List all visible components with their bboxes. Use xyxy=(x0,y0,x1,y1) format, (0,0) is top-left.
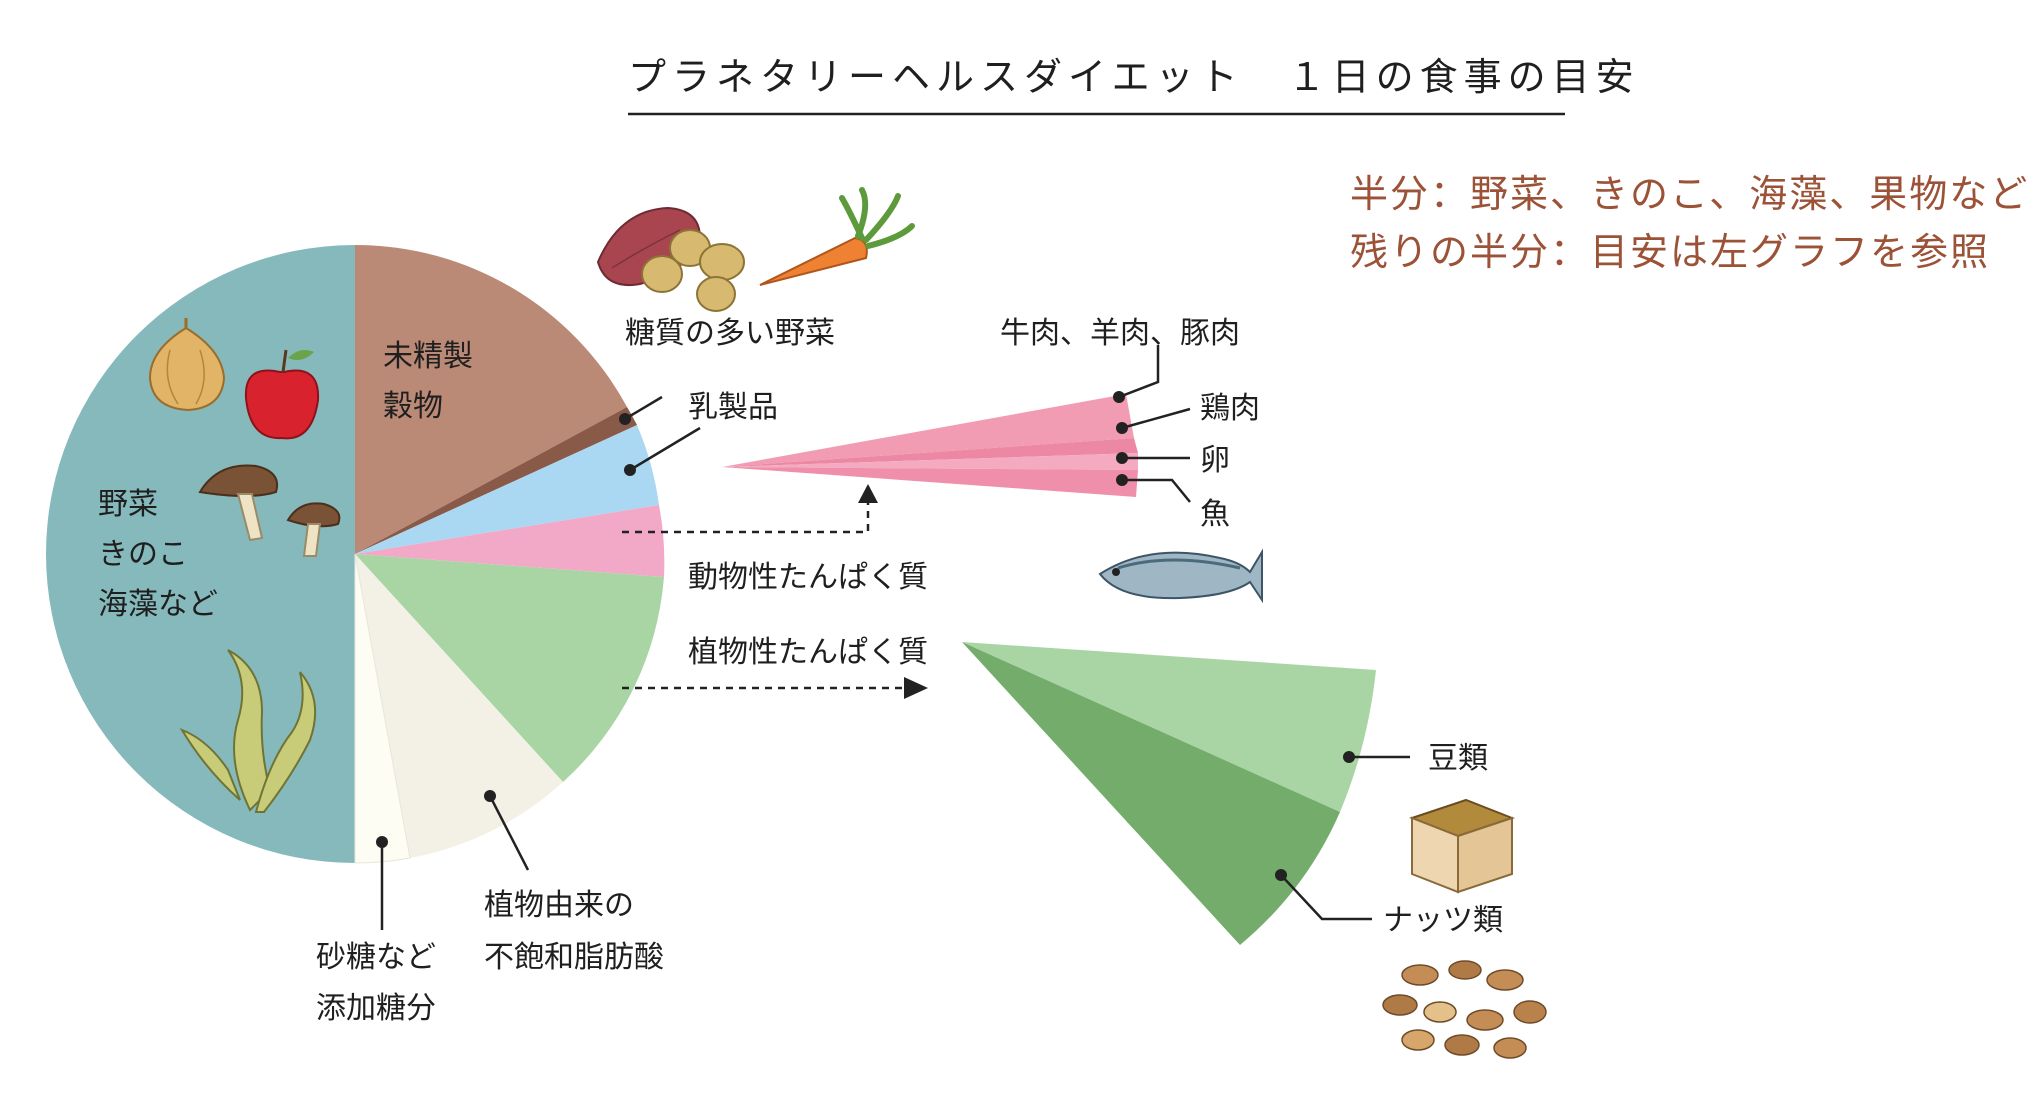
label-chicken: 鶏肉 xyxy=(1200,391,1260,426)
label-egg: 卵 xyxy=(1200,443,1230,478)
wedge-labels: 牛肉、羊肉、豚肉 鶏肉 卵 魚 豆類 ナッツ類 xyxy=(1000,316,1503,938)
wedge-nuts xyxy=(962,642,1340,945)
potato-icon xyxy=(641,229,745,312)
carrot-icon xyxy=(759,187,915,286)
leader-dots xyxy=(376,391,1355,881)
label-dairy: 乳製品 xyxy=(688,390,778,425)
arrow-to-animal-wedge xyxy=(622,502,870,534)
label-grains-1: 未精製 xyxy=(383,339,473,374)
fish-icon xyxy=(1098,548,1263,604)
arrow-head-right xyxy=(904,677,928,699)
bean-box-icon xyxy=(1409,798,1515,894)
wedge-egg xyxy=(722,453,1138,470)
wedge-chicken xyxy=(722,438,1138,467)
label-vegetables-3: 海藻など xyxy=(98,587,218,622)
label-starchy-vegetables: 糖質の多い野菜 xyxy=(625,316,835,351)
nuts-icon xyxy=(1382,960,1547,1059)
slice-plant-protein xyxy=(355,554,664,782)
label-vegetables-1: 野菜 xyxy=(98,487,158,522)
wedge-fish xyxy=(722,467,1138,497)
label-unsat-fat-2: 不飽和脂肪酸 xyxy=(484,940,664,975)
slice-whole-grains xyxy=(355,244,627,554)
slice-dairy xyxy=(355,425,659,554)
label-beans: 豆類 xyxy=(1428,741,1488,776)
label-sugar-1: 砂糖など xyxy=(316,940,436,975)
note-line-1: 半分：野菜、きのこ、海藻、果物など xyxy=(1350,172,2029,216)
arrow-head-up xyxy=(858,484,878,503)
main-pie xyxy=(46,244,665,864)
label-unsat-fat-1: 植物由来の xyxy=(484,888,634,923)
slice-unsaturated-fat xyxy=(355,554,563,858)
slice-animal-protein xyxy=(355,505,665,577)
onion-icon xyxy=(148,318,226,412)
plant-protein-wedge xyxy=(962,642,1376,945)
label-animal-protein: 動物性たんぱく質 xyxy=(688,560,928,595)
animal-protein-wedge xyxy=(722,394,1138,497)
label-fish: 魚 xyxy=(1200,497,1230,532)
wedge-beef-lamb-pork xyxy=(722,394,1134,467)
label-sugar-2: 添加糖分 xyxy=(316,991,436,1026)
chart-title: プラネタリーヘルスダイエット １日の食事の目安 xyxy=(628,55,1640,99)
main-pie-labels: 野菜 きのこ 海藻など 未精製 穀物 糖質の多い野菜 乳製品 動物性たんぱく質 … xyxy=(98,316,928,1026)
label-beef: 牛肉、羊肉、豚肉 xyxy=(1000,316,1240,351)
label-nuts: ナッツ類 xyxy=(1383,903,1503,938)
mushroom-icon xyxy=(198,464,341,557)
label-plant-protein: 植物性たんぱく質 xyxy=(688,635,928,670)
wedge-beans xyxy=(962,642,1376,812)
note-line-2: 残りの半分：目安は左グラフを参照 xyxy=(1350,230,1990,274)
label-grains-2: 穀物 xyxy=(383,389,443,424)
apple-icon xyxy=(244,349,320,440)
label-vegetables-2: きのこ xyxy=(98,537,188,572)
leader-lines xyxy=(380,345,1410,930)
seaweed-icon xyxy=(179,649,317,813)
slice-starchy-vegetables xyxy=(355,407,637,554)
